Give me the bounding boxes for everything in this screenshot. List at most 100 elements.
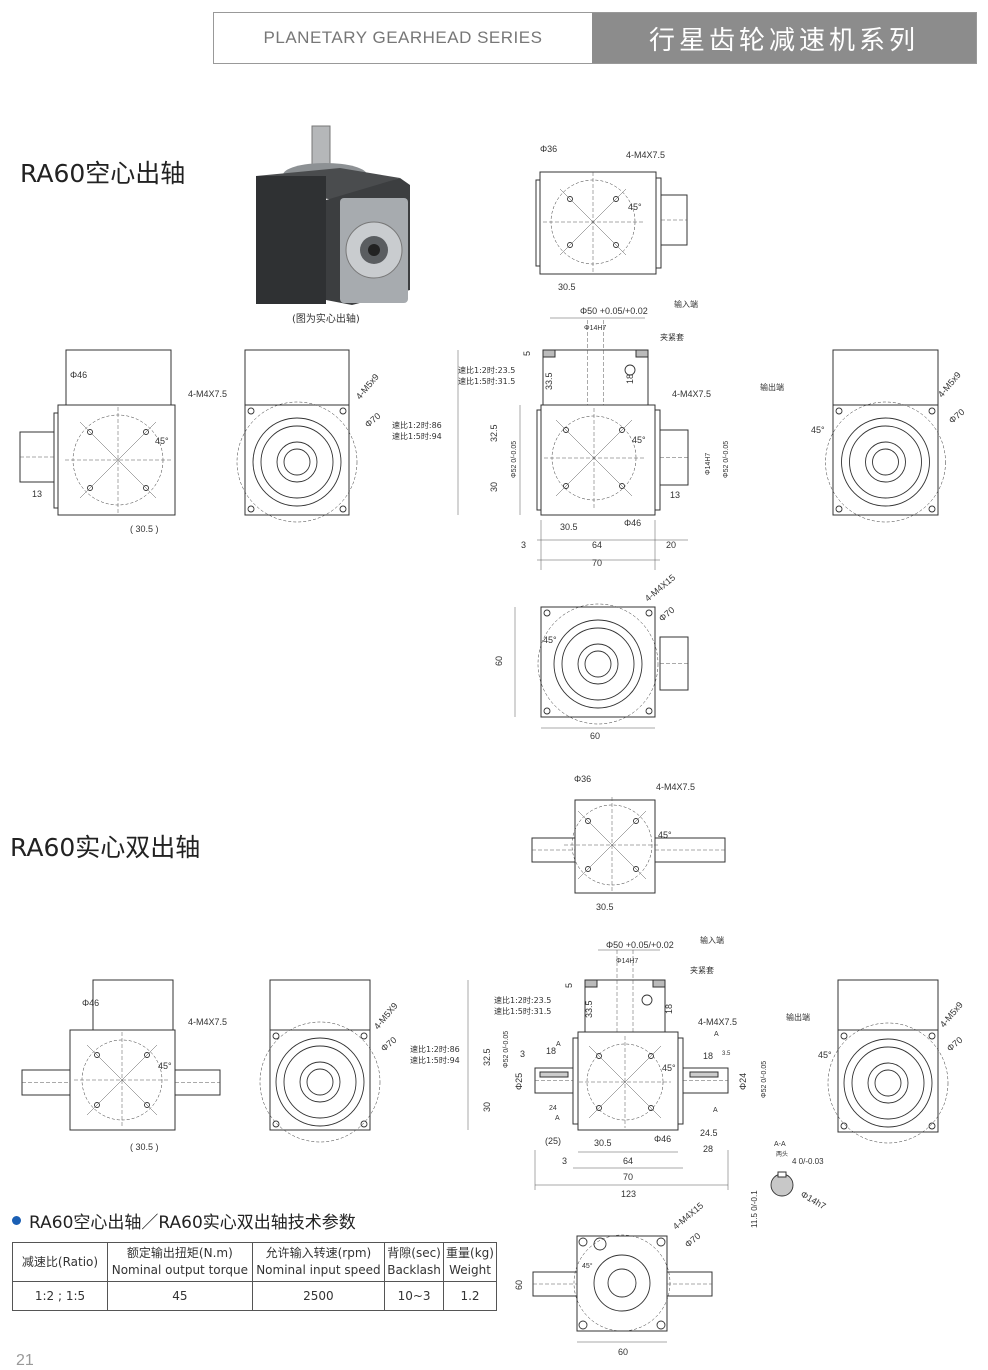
dim-label: 60 (618, 1347, 628, 1357)
clamp-sleeve-label: 夹紧套 (690, 965, 714, 975)
clamp-hatch (542, 349, 556, 358)
dim-label: 70 (592, 558, 602, 568)
mounting-hole (247, 407, 255, 415)
mounting-hole (928, 1032, 936, 1040)
header-weight: 重量(kg)Weight (443, 1242, 497, 1282)
dim-label: 速比1:5时:31.5 (494, 1006, 551, 1016)
header-en: Backlash (387, 1263, 441, 1277)
mounting-hole (835, 505, 843, 513)
mounting-hole (143, 485, 149, 491)
dim-label: 13 (670, 490, 680, 500)
circle (275, 1037, 365, 1127)
dim-label: 18 (625, 374, 635, 384)
dim-label: Φ70 (947, 407, 967, 426)
header-en: Nominal output torque (111, 1263, 248, 1277)
mounting-hole (585, 866, 591, 872)
dim-label: Φ52 0/-0.05 (723, 441, 730, 478)
dim-label: 4-M4X7.5 (188, 1017, 227, 1027)
dim-label: (25) (545, 1136, 561, 1146)
dim-label: Φ46 (82, 998, 99, 1008)
dim-label: 4-M4X7.5 (626, 150, 665, 160)
mounting-hole (613, 242, 619, 248)
dim-label: 4-M4X7.5 (698, 1017, 737, 1027)
housing-outline (540, 606, 656, 718)
s1-center-view-labels: Φ50 +0.05/+0.02 Φ14H7 输入端 夹紧套 速比1:2时:23.… (392, 299, 784, 568)
input-end-label: 输入端 (700, 935, 724, 945)
pitch-circle (825, 401, 946, 523)
dim-label: 30.5 (596, 902, 614, 912)
circle (283, 448, 311, 476)
cell-backlash: 10~3 (384, 1281, 445, 1311)
dim-label: Φ70 (657, 605, 677, 624)
flange (677, 1037, 684, 1125)
dim-label: 64 (623, 1156, 633, 1166)
circle (260, 425, 334, 499)
mounting-hole (247, 505, 255, 513)
clamp-hatch (652, 979, 666, 988)
dim-label: 24.5 (700, 1128, 718, 1138)
series-header: PLANETARY GEARHEAD SERIES 行星齿轮减速机系列 (213, 12, 977, 64)
spec-title: RA60空心出轴／RA60实心双出轴技术参数 (12, 1208, 356, 1233)
clamp-hatch (584, 979, 598, 988)
dim-label: 45° (543, 635, 557, 645)
dim-label: 4-M4X15 (671, 1200, 705, 1231)
mounting-hole (567, 242, 573, 248)
mounting-hole (339, 407, 347, 415)
output-end-label: 输出端 (786, 1012, 810, 1022)
dim-label: 24 (549, 1105, 557, 1112)
dim-label: 3.5 (722, 1051, 731, 1057)
dim-label: 123 (621, 1189, 636, 1199)
circle (593, 1254, 651, 1312)
circle (283, 1045, 357, 1119)
circle (841, 417, 930, 507)
section-marker: A (714, 1031, 719, 1038)
dimension-line (79, 421, 157, 499)
dim-label: 速比1:2时:86 (410, 1044, 460, 1054)
dim-label: 4-M5X9 (372, 1001, 400, 1032)
dim-label: Φ52 0/-0.05 (503, 1031, 510, 1068)
dim-label: 30 (489, 482, 499, 492)
mounting-hole (613, 196, 619, 202)
dim-label: 速比1:2时:23.5 (494, 995, 551, 1005)
dim-label: 30 (482, 1102, 492, 1112)
dim-label: 60 (494, 656, 504, 666)
dim-label: 11.5 0/-0.1 (750, 1190, 759, 1228)
dim-label: 18 (664, 1004, 674, 1014)
mounting-hole (928, 505, 936, 513)
housing-outline (244, 404, 350, 516)
dim-label: 3 (562, 1156, 567, 1166)
mounting-hole (835, 407, 843, 415)
circle (577, 643, 619, 685)
section2-title: RA60实心双出轴 (10, 833, 201, 862)
mounting-hole (633, 866, 639, 872)
mounting-hole (87, 485, 93, 491)
product-photo (256, 125, 410, 305)
shaft (19, 431, 55, 483)
s2-left-view-labels: Φ46 4-M4X7.5 45° ( 30.5 ) 4-M5X9 Φ70 (82, 998, 400, 1152)
dim-label: 4-M5x9 (938, 1000, 965, 1029)
dim-label: 45° (582, 1262, 593, 1270)
header-cn: 背隙(sec) (387, 1246, 441, 1260)
header-backlash: 背隙(sec) Backlash (384, 1242, 445, 1282)
mounting-hole (840, 1032, 848, 1040)
dim-label: Φ70 (683, 1231, 703, 1250)
mounting-hole (144, 1102, 150, 1108)
mounting-hole (578, 1320, 588, 1330)
dim-label: 18 (703, 1051, 713, 1061)
dim-label: 45° (158, 1061, 172, 1071)
mounting-hole (543, 609, 551, 617)
input-housing (244, 349, 350, 406)
circle (867, 1062, 909, 1104)
dim-label: 速比1:2时:86 (392, 420, 442, 430)
dim-label: Φ14h7 (799, 1189, 828, 1211)
series-title-cn: 行星齿轮减速机系列 (592, 13, 976, 63)
dim-label: 30.5 (558, 282, 576, 292)
cell-weight: 1.2 (443, 1281, 497, 1311)
section1-title: RA60空心出轴 (20, 159, 186, 188)
outline (540, 404, 656, 516)
dim-label: Φ52 0/-0.05 (511, 441, 518, 478)
mounting-hole (144, 1052, 150, 1058)
dim-label: 速比1:5时:94 (410, 1055, 460, 1065)
header-cn: 额定输出扭矩(N.m) (126, 1246, 233, 1260)
mounting-hole (360, 1120, 368, 1128)
